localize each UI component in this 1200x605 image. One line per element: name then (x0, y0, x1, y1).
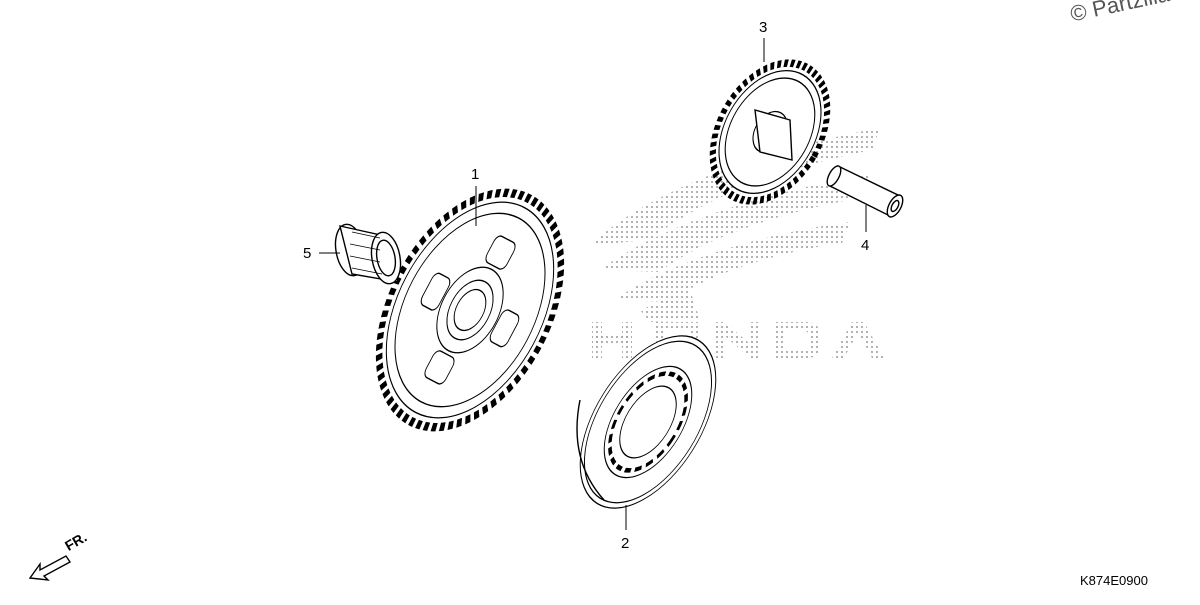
part-3-reduction-gear (709, 59, 831, 205)
part-2-clutch-housing (576, 335, 717, 509)
part-4-callout[interactable]: 4 (861, 237, 870, 254)
front-direction-arrow-icon (28, 555, 72, 581)
honda-logo-letters (592, 322, 884, 358)
part-1-callout[interactable]: 1 (471, 166, 480, 183)
part-5-callout[interactable]: 5 (303, 245, 312, 262)
part-2-callout[interactable]: 2 (621, 535, 630, 552)
part-5-needle-bearing (334, 223, 402, 285)
diagram-code: K874E0900 (1080, 573, 1148, 588)
part-4-shaft-pin (826, 165, 904, 218)
leader-lines (319, 38, 867, 530)
part-3-callout[interactable]: 3 (759, 19, 768, 36)
part-1-sprocket-gear (375, 188, 565, 432)
